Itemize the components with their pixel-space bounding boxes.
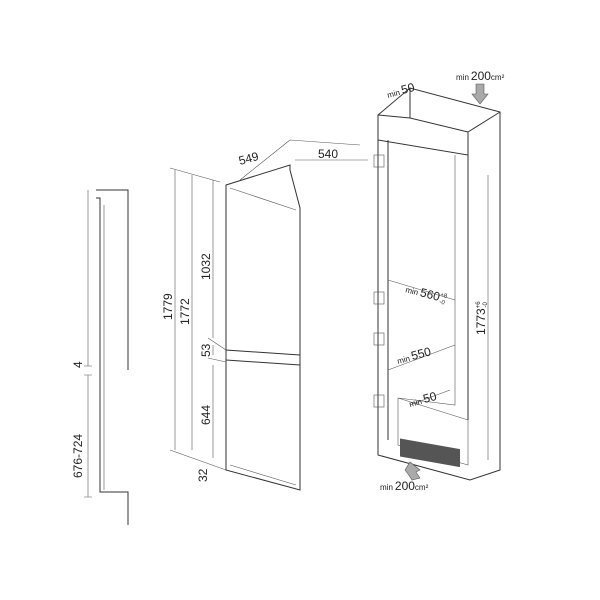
depth-label: min550 [395,344,433,367]
door-gap-label: 53 [199,343,213,357]
hinges [373,154,385,408]
freezer-door-label: 644 [199,405,213,425]
fridge-door-label: 1032 [199,253,213,280]
top-gap-label: min50 [385,80,416,101]
depth-body-label: 540 [318,147,338,161]
niche-height-label: 1773+6-0 [474,301,489,335]
depth-total-label: 549 [237,149,260,168]
appliance: 549 540 1779 1772 1032 53 644 32 [161,139,368,491]
feet-label: 32 [196,468,210,482]
height-total-label: 1779 [161,293,175,320]
top-vent-arrow-icon [471,83,489,105]
width-label: min560+8-0 [404,281,449,306]
niche-range-label: 676-724 [71,434,85,478]
height-body-label: 1772 [178,298,192,325]
bottom-vent-arrow-icon [404,461,421,481]
side-profile: 4 676-724 [71,189,129,525]
gap-label: 4 [71,361,85,368]
rear-gap-label: min50 [407,389,438,410]
ventilation-grille [400,438,460,468]
